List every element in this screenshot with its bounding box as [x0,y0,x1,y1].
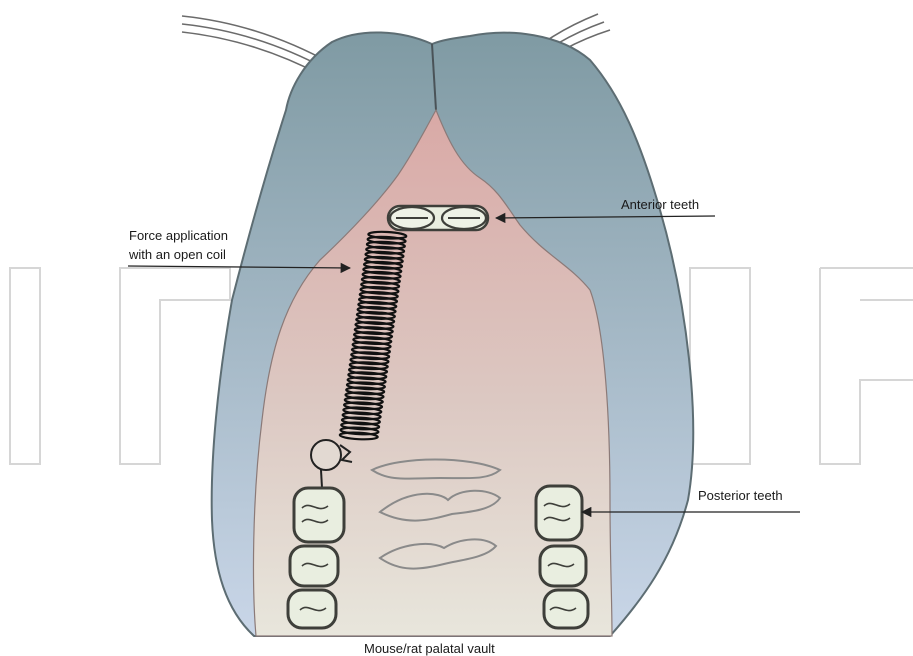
anterior-teeth [388,206,488,230]
label-posterior-teeth: Posterior teeth [698,488,783,503]
label-force-line2: with an open coil [128,247,226,262]
label-force-line1: Force application [129,228,228,243]
posterior-teeth-right [536,486,588,628]
label-anterior-teeth: Anterior teeth [621,197,699,212]
posterior-teeth-left [288,488,344,628]
caption: Mouse/rat palatal vault [364,641,495,656]
